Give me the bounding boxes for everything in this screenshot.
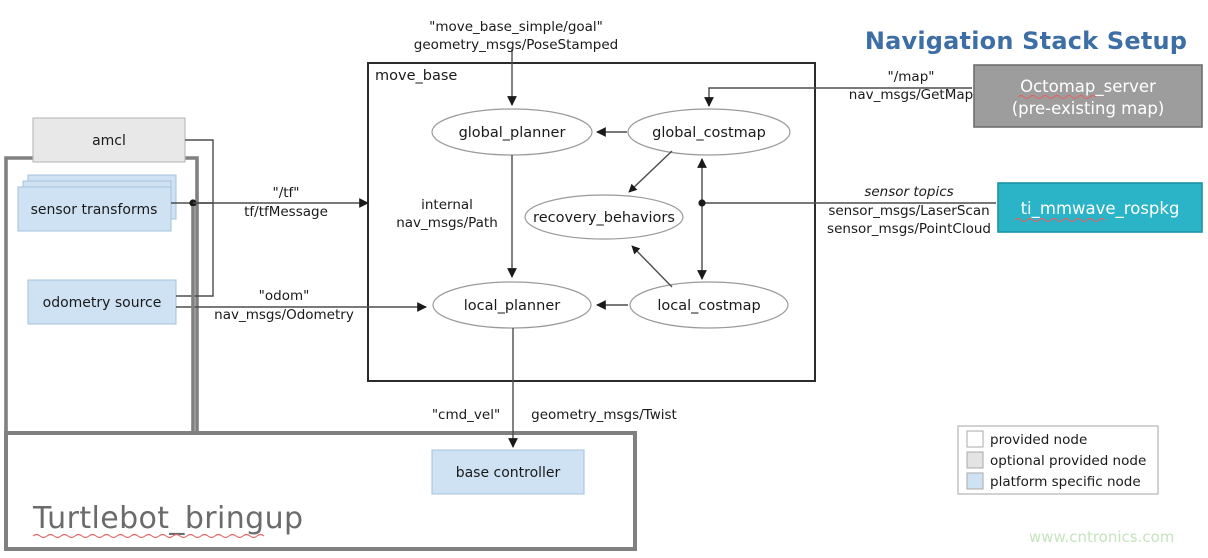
edge-label-cmdvel-topic: "cmd_vel" bbox=[432, 407, 500, 423]
edge-amcl-to-tf bbox=[185, 139, 214, 204]
move-base-frame bbox=[367, 62, 816, 382]
edge-label-sensor-topics: sensor topics bbox=[864, 184, 953, 200]
edge-label-goal-type: geometry_msgs/PoseStamped bbox=[414, 37, 619, 53]
spellcheck-squiggle-octomap bbox=[1017, 94, 1097, 100]
node-ti-mmwave-rospkg[interactable] bbox=[997, 182, 1203, 233]
edge-label-internal-type: nav_msgs/Path bbox=[396, 215, 498, 231]
ellipse-local-costmap[interactable] bbox=[629, 281, 789, 329]
node-octomap-server-label-line1: Octomap_server bbox=[1020, 77, 1156, 97]
ellipse-recovery-behaviors-label: recovery_behaviors bbox=[533, 210, 675, 226]
edge-label-cmdvel-type: geometry_msgs/Twist bbox=[531, 407, 677, 423]
node-sensor-transforms-label: sensor transforms bbox=[31, 202, 158, 218]
turtlebot-bringup-frame bbox=[4, 431, 637, 551]
node-amcl-label: amcl bbox=[92, 133, 126, 149]
edge-label-map-type: nav_msgs/GetMap bbox=[849, 87, 973, 103]
edge-local-costmap-to-recovery bbox=[631, 245, 673, 288]
edge-label-map-topic: "/map" bbox=[888, 69, 935, 85]
edge-label-sensor-type-1: sensor_msgs/LaserScan bbox=[828, 203, 989, 219]
edge-global-costmap-to-recovery bbox=[628, 150, 673, 193]
node-base-controller-label: base controller bbox=[456, 465, 561, 481]
page-title: Navigation Stack Setup bbox=[865, 27, 1187, 55]
ellipse-local-planner[interactable] bbox=[432, 281, 592, 329]
ellipse-global-costmap-label: global_costmap bbox=[652, 125, 766, 141]
edge-label-internal: internal bbox=[421, 197, 473, 213]
ellipse-global-planner-label: global_planner bbox=[459, 125, 566, 141]
turtlebot-bringup-label: Turtlebot_bringup bbox=[32, 501, 303, 536]
legend-panel bbox=[957, 425, 1159, 495]
ellipse-recovery-behaviors[interactable] bbox=[524, 194, 684, 240]
edge-odometry-to-tf bbox=[176, 203, 214, 297]
junction-dot-sensor-topics bbox=[698, 199, 706, 207]
legend-label-optional-provided-node: optional provided node bbox=[990, 453, 1146, 469]
node-octomap-server-label-line2: (pre-existing map) bbox=[1012, 99, 1165, 118]
edge-map-to-global-costmap bbox=[704, 87, 972, 107]
ellipse-local-costmap-label: local_costmap bbox=[657, 298, 760, 314]
spellcheck-squiggle-bringup bbox=[32, 533, 265, 539]
edge-label-sensor-type-2: sensor_msgs/PointCloud bbox=[827, 221, 991, 237]
legend-swatch-provided-node bbox=[966, 430, 984, 448]
node-base-controller[interactable] bbox=[431, 449, 585, 495]
legend-item-provided-node: provided node bbox=[966, 430, 1087, 448]
ellipse-global-costmap[interactable] bbox=[627, 108, 791, 156]
edge-label-tf-type: tf/tfMessage bbox=[244, 204, 328, 220]
node-sensor-transforms[interactable] bbox=[17, 186, 172, 232]
legend-swatch-optional-provided-node bbox=[966, 451, 984, 469]
watermark: www.cntronics.com bbox=[1029, 528, 1174, 546]
node-odometry-source-label: odometry source bbox=[43, 295, 162, 311]
node-odometry-source[interactable] bbox=[27, 279, 177, 325]
edge-label-odom-topic: "odom" bbox=[259, 288, 310, 304]
node-ti-mmwave-rospkg-label: ti_mmwave_rospkg bbox=[1021, 199, 1180, 219]
edge-label-goal-topic: "move_base_simple/goal" bbox=[429, 19, 603, 35]
ellipse-local-planner-label: local_planner bbox=[464, 298, 560, 314]
edge-label-tf-topic: "/tf" bbox=[272, 185, 299, 201]
legend-item-platform-specific-node: platform specific node bbox=[966, 472, 1141, 490]
legend-label-provided-node: provided node bbox=[990, 432, 1087, 448]
legend-item-optional-provided-node: optional provided node bbox=[966, 451, 1146, 469]
edge-label-odom-type: nav_msgs/Odometry bbox=[214, 307, 354, 323]
legend-label-platform-specific-node: platform specific node bbox=[990, 474, 1141, 490]
node-amcl[interactable] bbox=[32, 117, 186, 163]
node-octomap-server[interactable] bbox=[973, 64, 1203, 128]
spellcheck-squiggle-mmwave bbox=[1014, 217, 1106, 223]
legend-swatch-platform-specific-node bbox=[966, 472, 984, 490]
move-base-frame-label: move_base bbox=[375, 68, 457, 84]
